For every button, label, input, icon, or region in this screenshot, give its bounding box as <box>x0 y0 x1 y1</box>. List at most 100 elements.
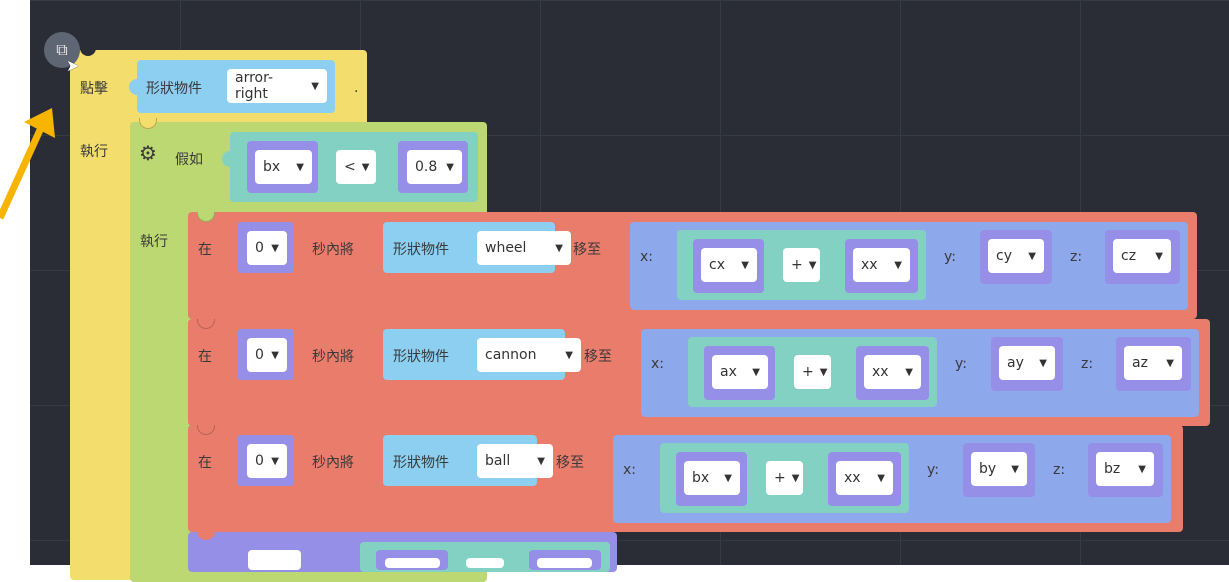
chevron-down-icon: ▼ <box>311 80 319 92</box>
x1-dropdown[interactable]: ax ▼ <box>712 355 768 389</box>
y-dropdown[interactable]: by ▼ <box>971 452 1027 486</box>
event-label: 點擊 <box>80 81 108 97</box>
operator-dropdown[interactable]: +▼ <box>766 461 803 495</box>
x1-dropdown[interactable]: cx▼ <box>701 248 757 282</box>
chevron-down-icon: ▼ <box>1155 250 1163 262</box>
in-label: 在 <box>198 349 212 365</box>
move-to-label: 移至 <box>556 455 584 471</box>
dropdown-value: az <box>1132 355 1148 371</box>
z-dropdown[interactable]: az ▼ <box>1124 346 1182 380</box>
dropdown-value: cy <box>996 248 1012 264</box>
z-label: z: <box>1081 356 1094 372</box>
shape-object-label: 形狀物件 <box>146 81 202 97</box>
dropdown-value: ball <box>485 453 511 469</box>
z-dropdown[interactable]: bz ▼ <box>1096 452 1154 486</box>
chevron-down-icon: ▼ <box>555 242 563 254</box>
chevron-down-icon: ▼ <box>724 472 732 484</box>
chevron-down-icon: ▼ <box>271 349 279 361</box>
dropdown-value: wheel <box>485 240 527 256</box>
chevron-down-icon: ▼ <box>565 349 573 361</box>
chevron-down-icon: ▼ <box>1166 357 1174 369</box>
x2-dropdown[interactable]: xx ▼ <box>864 355 921 389</box>
dropdown-value: < <box>344 159 356 175</box>
chevron-down-icon: ▼ <box>905 366 913 378</box>
arrow-annotation-icon <box>0 108 55 220</box>
x2-dropdown[interactable]: xx ▼ <box>836 461 893 495</box>
operator-dropdown[interactable]: +▼ <box>783 248 820 282</box>
dropdown-value: xx <box>872 364 889 380</box>
y-dropdown[interactable]: ay ▼ <box>999 346 1055 380</box>
y-label: y: <box>955 356 967 372</box>
chevron-down-icon: ▼ <box>271 242 279 254</box>
dropdown-value: bz <box>1104 461 1121 477</box>
x-label: x: <box>640 249 654 265</box>
chevron-down-icon: ▼ <box>271 455 279 467</box>
variable-dropdown[interactable]: bx▼ <box>255 150 312 184</box>
z-label: z: <box>1070 249 1083 265</box>
seconds-dropdown[interactable]: 0▼ <box>247 444 287 478</box>
number-dropdown[interactable]: 0.8▼ <box>407 150 462 184</box>
seconds-label: 秒內將 <box>312 455 354 471</box>
shape-dropdown[interactable]: cannon ▼ <box>477 338 581 372</box>
x-label: x: <box>623 462 637 478</box>
cursor-icon: ➤ <box>66 56 80 75</box>
in-label: 在 <box>198 455 212 471</box>
chevron-down-icon: ▼ <box>1011 463 1019 475</box>
z-dropdown[interactable]: cz▼ <box>1113 239 1171 273</box>
shape-dropdown[interactable]: ball ▼ <box>477 444 553 478</box>
dot-text: . <box>354 80 359 96</box>
dropdown-value: 0 <box>255 453 264 469</box>
partial-dropdown[interactable] <box>248 550 301 570</box>
copy-icon[interactable]: ⧉ <box>44 32 80 68</box>
shape-object-label: 形狀物件 <box>393 455 449 471</box>
y-dropdown[interactable]: cy ▼ <box>988 239 1044 273</box>
z-label: z: <box>1053 462 1066 478</box>
in-label: 在 <box>198 242 212 258</box>
do-label: 執行 <box>80 144 108 160</box>
shape-object-label: 形狀物件 <box>393 349 449 365</box>
dropdown-value: ay <box>1007 355 1024 371</box>
shape-value: arror-right <box>235 70 274 102</box>
dropdown-value: bx <box>692 470 710 486</box>
chevron-down-icon: ▼ <box>808 259 817 271</box>
if-do-label: 執行 <box>140 234 168 250</box>
move-to-label: 移至 <box>573 242 601 258</box>
chevron-down-icon: ▼ <box>894 259 902 271</box>
dropdown-value: xx <box>861 257 878 273</box>
chevron-down-icon: ▼ <box>296 161 304 173</box>
dropdown-value: 0 <box>255 240 264 256</box>
y-label: y: <box>944 249 956 265</box>
dropdown-value: ax <box>720 364 737 380</box>
y-label: y: <box>927 462 939 478</box>
chevron-down-icon: ▼ <box>1028 250 1036 262</box>
shape-object-label: 形狀物件 <box>393 242 449 258</box>
dropdown-value: + <box>791 257 803 273</box>
dropdown-value: by <box>979 461 997 477</box>
dropdown-value: 0.8 <box>415 159 438 175</box>
seconds-label: 秒內將 <box>312 242 354 258</box>
dropdown-value: xx <box>844 470 861 486</box>
seconds-dropdown[interactable]: 0▼ <box>247 231 287 265</box>
x1-dropdown[interactable]: bx ▼ <box>684 461 740 495</box>
gear-icon[interactable]: ⚙ <box>139 141 157 165</box>
chevron-down-icon: ▼ <box>819 366 828 378</box>
shape-dropdown[interactable]: arror-right ▼ <box>227 69 327 103</box>
x2-dropdown[interactable]: xx ▼ <box>853 248 910 282</box>
chevron-down-icon: ▼ <box>741 259 749 271</box>
if-label: 假如 <box>175 152 203 168</box>
shape-dropdown[interactable]: wheel ▼ <box>477 231 571 265</box>
chevron-down-icon: ▼ <box>1039 357 1047 369</box>
move-to-label: 移至 <box>584 349 612 365</box>
chevron-down-icon: ▼ <box>537 455 545 467</box>
chevron-down-icon: ▼ <box>752 366 760 378</box>
operator-dropdown[interactable]: +▼ <box>794 355 831 389</box>
dropdown-value: cannon <box>485 347 537 363</box>
seconds-label: 秒內將 <box>312 349 354 365</box>
chevron-down-icon: ▼ <box>1138 463 1146 475</box>
chevron-down-icon: ▼ <box>877 472 885 484</box>
chevron-down-icon: ▼ <box>361 161 370 173</box>
chevron-down-icon: ▼ <box>791 472 800 484</box>
seconds-dropdown[interactable]: 0▼ <box>247 338 287 372</box>
operator-dropdown[interactable]: <▼ <box>336 150 376 184</box>
x-label: x: <box>651 356 665 372</box>
